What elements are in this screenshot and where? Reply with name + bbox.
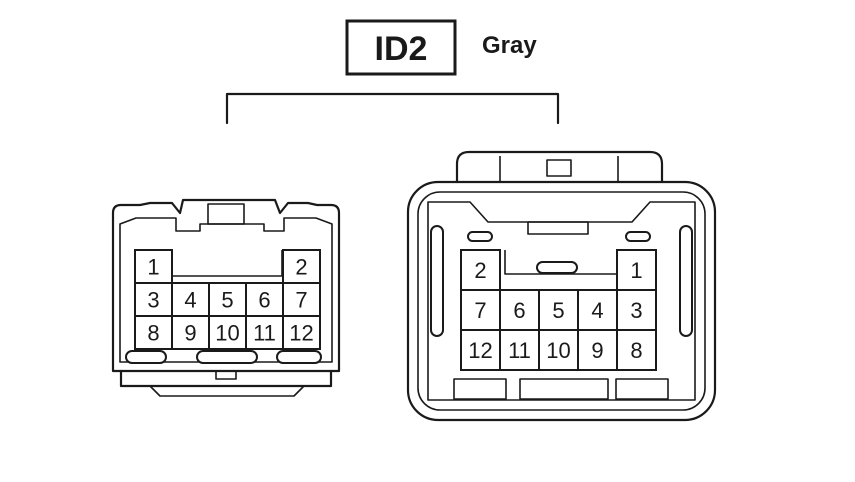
right-side-rail (679, 225, 693, 337)
pin-number: 2 (474, 258, 486, 283)
pin-number: 2 (295, 255, 307, 280)
left-bottom-key (215, 370, 237, 380)
pin-number: 8 (630, 338, 642, 363)
color-label: Gray (482, 32, 537, 59)
left-center-notch (171, 250, 283, 277)
pin-cell: 12 (282, 315, 321, 350)
pin-number: 7 (474, 298, 486, 323)
pin-number: 5 (221, 288, 233, 313)
pin-cell: 9 (577, 329, 618, 371)
pin-number: 12 (468, 338, 492, 363)
pin-cell: 11 (499, 329, 540, 371)
pin-cell-box (282, 249, 321, 284)
pin-number: 6 (258, 288, 270, 313)
id-label-box (345, 19, 457, 76)
right-bottom-block (453, 378, 507, 400)
pin-number: 11 (253, 321, 276, 346)
pin-cell: 6 (245, 282, 284, 317)
id-label: ID2 (375, 30, 428, 68)
right-top-key (527, 221, 589, 235)
pin-cell-box (460, 329, 501, 371)
right-hood-ribs (499, 156, 619, 182)
pin-number: 1 (630, 258, 642, 283)
pin-cell-box (577, 329, 618, 371)
right-connector-body (406, 180, 717, 422)
left-connector-body (111, 198, 341, 373)
right-connector-shell (417, 191, 706, 411)
pin-number: 3 (147, 288, 159, 313)
right-connector: 2 1 7 6 5 4 3 12 11 10 9 8 (406, 150, 717, 422)
pin-cell: 7 (460, 289, 501, 331)
right-side-rail (430, 225, 444, 337)
pin-cell-box (616, 249, 657, 291)
pin-cell: 7 (282, 282, 321, 317)
pin-cell-box (577, 289, 618, 331)
left-connector-foot (149, 385, 305, 397)
pin-number: 10 (215, 321, 239, 346)
pin-cell: 12 (460, 329, 501, 371)
connector-header: ID2 Gray (345, 19, 537, 76)
pin-number: 6 (513, 298, 525, 323)
pin-cell-box (616, 329, 657, 371)
pin-cell-box (208, 315, 247, 350)
pin-cell: 8 (616, 329, 657, 371)
left-bottom-slot (196, 350, 258, 364)
pin-cell: 2 (460, 249, 501, 291)
pin-number: 9 (591, 338, 603, 363)
pin-number: 7 (295, 288, 307, 313)
right-connector-hood (455, 150, 664, 184)
pin-cell: 8 (134, 315, 173, 350)
pin-cell-box (282, 315, 321, 350)
right-lock-tab (546, 159, 572, 177)
pin-cell: 10 (208, 315, 247, 350)
pin-number: 4 (184, 288, 196, 313)
right-connector-inner-frame (427, 201, 696, 401)
pin-cell: 3 (616, 289, 657, 331)
pin-number: 11 (508, 338, 531, 363)
left-bottom-slot (276, 350, 322, 364)
pin-cell: 5 (208, 282, 247, 317)
pin-cell-box (134, 249, 173, 284)
pin-number: 10 (546, 338, 570, 363)
right-top-slot (625, 231, 651, 242)
pin-cell-box (538, 329, 579, 371)
pin-number: 5 (552, 298, 564, 323)
pin-cell: 1 (134, 249, 173, 284)
pin-cell: 3 (134, 282, 173, 317)
pin-cell: 4 (171, 282, 210, 317)
pin-number: 4 (591, 298, 603, 323)
left-connector-skirt (119, 369, 333, 388)
pin-cell-box (171, 315, 210, 350)
pin-cell-box (499, 329, 540, 371)
left-bottom-slot (125, 350, 167, 364)
pin-cell-box (460, 289, 501, 331)
right-bottom-block (615, 378, 669, 400)
pin-cell-box (245, 315, 284, 350)
pin-cell: 5 (538, 289, 579, 331)
pin-cell: 1 (616, 249, 657, 291)
pin-cell: 9 (171, 315, 210, 350)
right-bottom-block (519, 378, 609, 400)
pin-number: 12 (289, 321, 313, 346)
pin-cell-box (282, 282, 321, 317)
pin-number: 1 (147, 255, 159, 280)
left-lock-tab (207, 203, 245, 225)
pin-cell-box (616, 289, 657, 331)
pin-cell: 10 (538, 329, 579, 371)
pin-number: 9 (184, 321, 196, 346)
pin-number: 8 (147, 321, 159, 346)
pin-cell: 2 (282, 249, 321, 284)
right-pin-grid: 2 1 7 6 5 4 3 12 11 10 9 8 (460, 249, 657, 371)
right-center-slot (536, 261, 578, 274)
pair-bracket (225, 92, 560, 125)
pin-number: 3 (630, 298, 642, 323)
right-top-slot (467, 231, 493, 242)
pin-cell: 4 (577, 289, 618, 331)
pin-cell: 6 (499, 289, 540, 331)
pin-cell: 11 (245, 315, 284, 350)
left-connector-inner-frame (119, 217, 333, 363)
